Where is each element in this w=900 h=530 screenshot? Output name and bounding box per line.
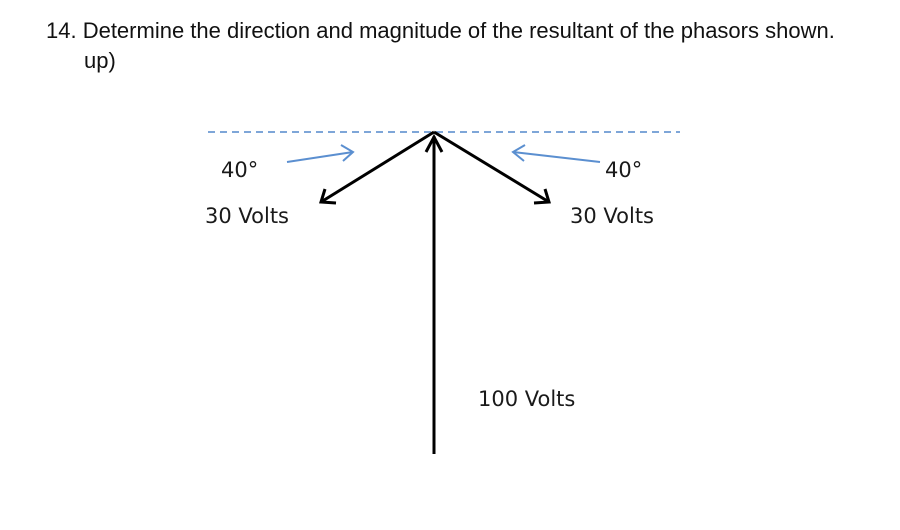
angle-arrow-right xyxy=(511,144,601,163)
phasor-30v-left xyxy=(319,130,435,205)
question-line-2: up) xyxy=(84,48,116,73)
magnitude-label-left: 30 Volts xyxy=(205,204,289,228)
angle-label-left: 40° xyxy=(221,158,258,182)
magnitude-label-100v: 100 Volts xyxy=(478,387,575,411)
angle-arrow-left xyxy=(286,144,355,163)
phasor-30v-right xyxy=(433,130,551,205)
question-line-1: 14. Determine the direction and magnitud… xyxy=(46,18,835,43)
question-text: 14. Determine the direction and magnitud… xyxy=(46,16,835,76)
phasor-100v xyxy=(424,133,444,454)
magnitude-label-right: 30 Volts xyxy=(570,204,654,228)
angle-label-right: 40° xyxy=(605,158,642,182)
